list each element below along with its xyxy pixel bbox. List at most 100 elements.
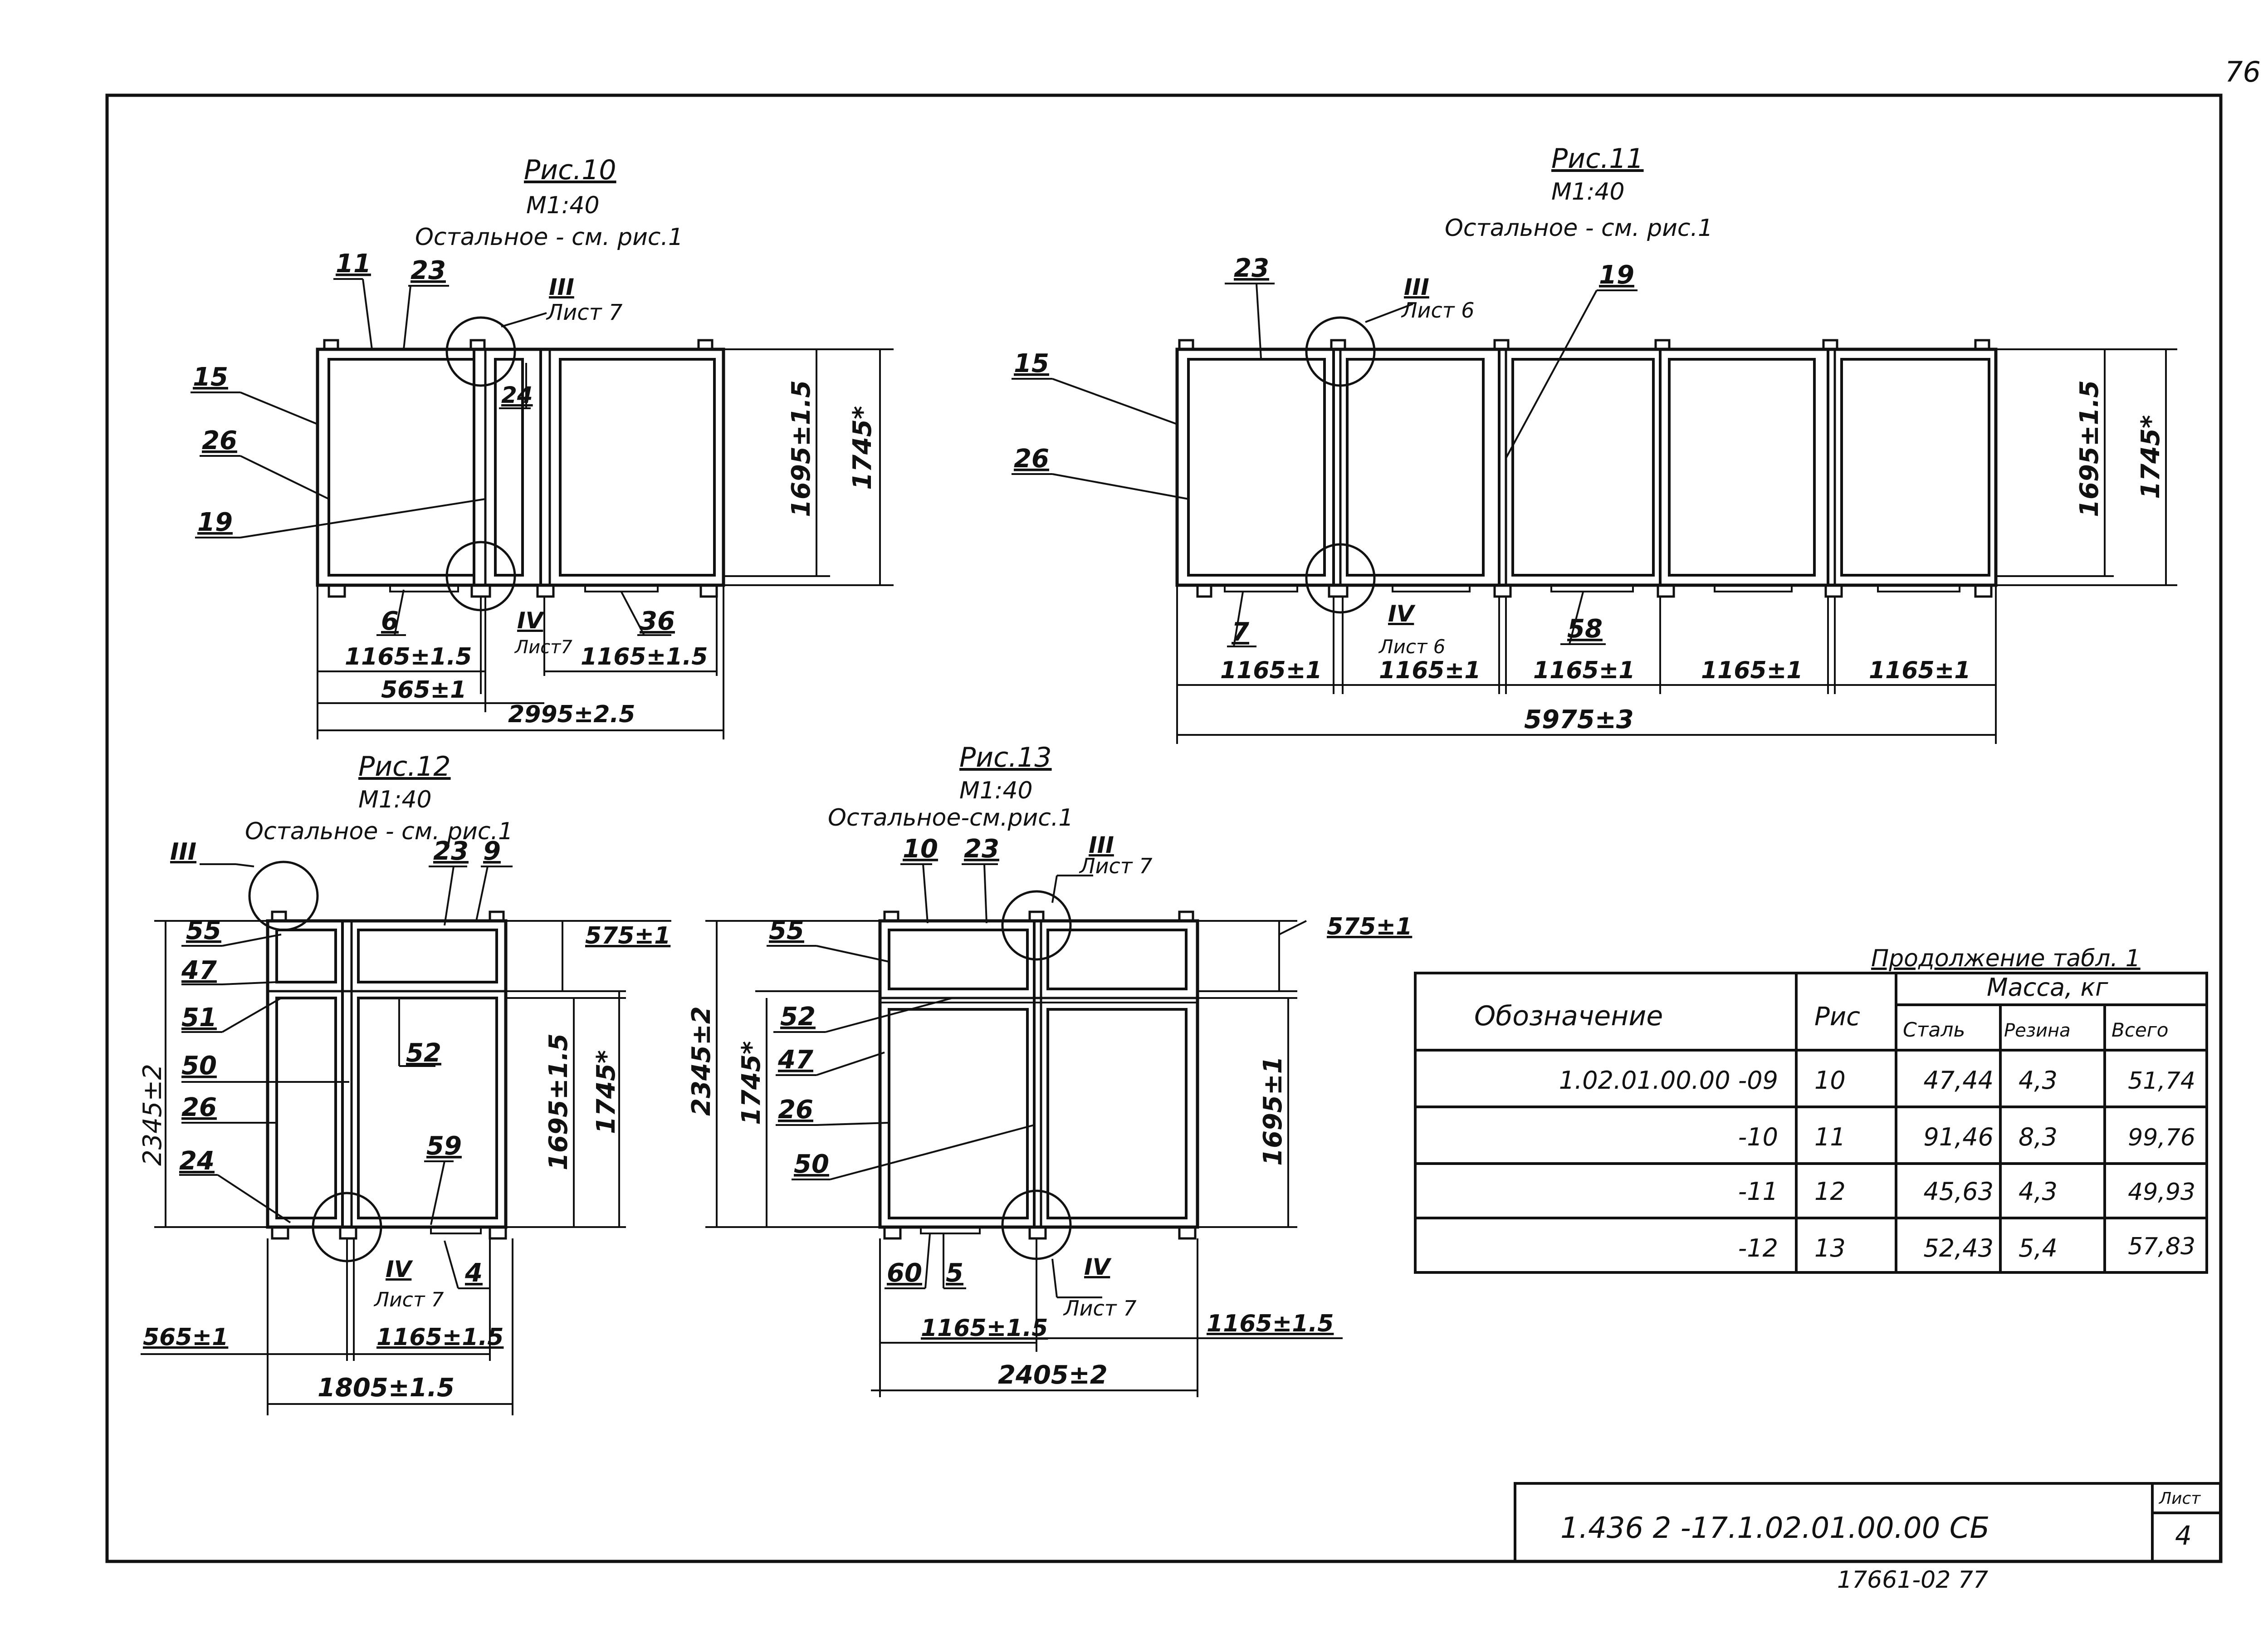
fig13-label-50: 50 xyxy=(794,1150,829,1179)
fig11-callout-IV-sheet: Лист 6 xyxy=(1378,636,1446,658)
fig11-dim-h-inner: 1695±1.5 xyxy=(2075,380,2104,517)
fig11-label-58: 58 xyxy=(1567,614,1603,644)
fig13-callout-IV-sheet: Лист 7 xyxy=(1063,1296,1136,1321)
fig13-dim-h-total: 1745* xyxy=(737,1041,766,1125)
fig11-note: Остальное - см. рис.1 xyxy=(1445,215,1713,242)
fig13-label-47: 47 xyxy=(777,1045,813,1075)
table-cell-designation: -11 xyxy=(1738,1177,1778,1206)
fig12-dim-h-top: 575±1 xyxy=(585,922,670,949)
table-row: -10 11 91,46 8,3 99,76 xyxy=(1738,1123,2195,1151)
table-cell-steel: 45,63 xyxy=(1923,1177,1994,1206)
fig13-callout-IV: IV xyxy=(1084,1254,1112,1280)
fig10-callout-circle-III xyxy=(445,316,516,387)
figure-12: Рис.12 М1:40 Остальное - см. рис.1 xyxy=(138,751,671,1415)
archive-number: 17661-02 77 xyxy=(1837,1566,1988,1594)
fig12-dim-total: 1805±1.5 xyxy=(318,1373,455,1403)
fig10-dim-h-total: 1745* xyxy=(848,406,877,490)
figure-11: Рис.11 М1:40 Остальное - см. рис.1 xyxy=(1012,143,2177,744)
fig11-title: Рис.11 xyxy=(1551,143,1644,175)
fig13-callout-III: III xyxy=(1089,832,1114,858)
table-row: -12 13 52,43 5,4 57,83 xyxy=(1738,1233,2195,1262)
fig13-dim-total: 2405±2 xyxy=(998,1360,1108,1390)
fig12-title: Рис.12 xyxy=(358,751,451,783)
figure-13: Рис.13 М1:40 Остальное-см.рис.1 xyxy=(687,742,1412,1397)
table-cell-designation: 1.02.01.00.00 -09 xyxy=(1559,1066,1778,1095)
fig13-callout-circle-III xyxy=(1001,890,1072,961)
fig10-dim-w1: 1165±1.5 xyxy=(345,643,472,670)
fig13-label-26: 26 xyxy=(778,1095,813,1125)
fig12-note: Остальное - см. рис.1 xyxy=(245,818,513,845)
fig11-dim-w3: 1165±1 xyxy=(1533,657,1635,684)
table-cell-rubber: 8,3 xyxy=(2019,1123,2058,1151)
fig13-dim-h-top: 575±1 xyxy=(1327,913,1412,940)
table-header-designation: Обозначение xyxy=(1474,1000,1663,1032)
table-cell-designation: -10 xyxy=(1738,1123,1778,1151)
page-number: 76 xyxy=(2225,55,2261,88)
fig13-dim-w2: 1165±1.5 xyxy=(1207,1310,1334,1337)
fig10-callout-IV-sheet: Лист7 xyxy=(514,637,572,658)
table-cell-fig: 13 xyxy=(1814,1234,1846,1262)
table-cell-rubber: 5,4 xyxy=(2019,1234,2058,1262)
fig12-label-9: 9 xyxy=(483,837,501,866)
fig10-label-11: 11 xyxy=(336,249,371,279)
fig10-label-26: 26 xyxy=(202,426,237,455)
fig13-callout-III-sheet: Лист 7 xyxy=(1079,854,1152,878)
sheet-number: 4 xyxy=(2175,1520,2192,1551)
fig12-dim-w1: 1165±1.5 xyxy=(376,1324,503,1351)
fig12-label-24: 24 xyxy=(179,1146,215,1176)
fig13-label-23: 23 xyxy=(964,834,999,864)
fig11-dim-w2: 1165±1 xyxy=(1379,657,1481,684)
fig11-dim-w1: 1165±1 xyxy=(1220,657,1322,684)
fig12-dim-h-inner: 1695±1.5 xyxy=(544,1033,573,1170)
fig12-dim-h-outer: 2345±2 xyxy=(138,1064,167,1166)
fig13-note: Остальное-см.рис.1 xyxy=(828,804,1073,832)
fig10-label-6: 6 xyxy=(381,607,399,636)
fig12-callout-IV-sheet: Лист 7 xyxy=(373,1288,444,1311)
table-cell-fig: 11 xyxy=(1814,1123,1846,1151)
fig12-label-59: 59 xyxy=(426,1131,462,1161)
table-cell-steel: 52,43 xyxy=(1923,1234,1994,1262)
fig10-label-24: 24 xyxy=(501,382,533,408)
table-header-steel: Сталь xyxy=(1903,1018,1965,1042)
title-block: 1.436 2 -17.1.02.01.00.00 СБ Лист 4 1766… xyxy=(1514,1482,2222,1594)
fig10-callout-III: III xyxy=(549,274,574,300)
fig11-callout-III-sheet: Лист 6 xyxy=(1401,298,1474,323)
fig11-dim-w5: 1165±1 xyxy=(1869,657,1970,684)
fig10-label-23: 23 xyxy=(411,256,446,285)
fig10-label-15: 15 xyxy=(193,362,228,392)
table-row: -11 12 45,63 4,3 49,93 xyxy=(1738,1177,2195,1206)
fig10-note: Остальное - см. рис.1 xyxy=(415,224,683,251)
table-cell-total: 99,76 xyxy=(2128,1124,2195,1151)
fig11-dim-h-total: 1745* xyxy=(2136,415,2165,499)
table-cell-total: 49,93 xyxy=(2128,1179,2195,1206)
fig11-callout-III: III xyxy=(1404,274,1429,300)
fig12-label-26: 26 xyxy=(181,1093,217,1122)
mass-table: Продолжение табл. 1 Обозначение Рис Масс… xyxy=(1414,945,2208,1274)
fig10-dim-w2: 1165±1.5 xyxy=(581,643,708,670)
sheet-label: Лист xyxy=(2158,1489,2201,1508)
fig10-callout-III-sheet: Лист 7 xyxy=(546,300,623,325)
fig10-label-36: 36 xyxy=(640,607,675,636)
fig12-callout-circle-III xyxy=(248,861,319,931)
table-cell-steel: 47,44 xyxy=(1923,1066,1994,1095)
table-cell-rubber: 4,3 xyxy=(2019,1177,2058,1206)
fig11-callout-circle-III xyxy=(1305,316,1376,387)
fig10-dim-offset: 565±1 xyxy=(381,676,466,704)
fig12-dim-offset: 565±1 xyxy=(143,1324,228,1351)
fig11-label-15: 15 xyxy=(1014,349,1049,378)
fig13-dim-h-inner: 1695±1 xyxy=(1258,1056,1288,1166)
fig11-label-19: 19 xyxy=(1599,260,1634,290)
table-header-fig: Рис xyxy=(1814,1002,1860,1032)
table-cell-fig: 12 xyxy=(1814,1177,1846,1206)
fig10-callout-IV: IV xyxy=(517,607,545,634)
fig11-frame xyxy=(1175,339,1998,598)
fig12-label-4: 4 xyxy=(464,1258,483,1288)
fig11-dim-total: 5975±3 xyxy=(1524,705,1634,734)
table-cell-steel: 91,46 xyxy=(1923,1123,1994,1151)
fig13-dim-w1: 1165±1.5 xyxy=(921,1315,1048,1342)
fig10-dim-total: 2995±2.5 xyxy=(508,701,635,728)
fig10-frame xyxy=(316,339,725,598)
fig11-callout-IV: IV xyxy=(1388,601,1416,627)
fig10-title: Рис.10 xyxy=(524,154,616,186)
